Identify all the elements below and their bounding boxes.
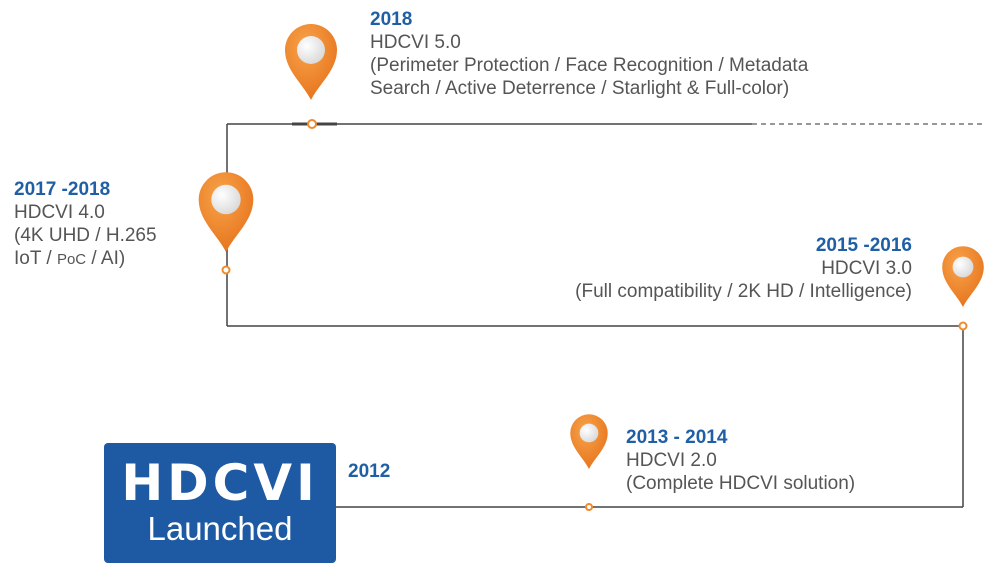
milestone-2013-2014: 2013 - 2014 HDCVI 2.0 (Complete HDCVI so… [626,426,855,495]
milestone-detail: (Perimeter Protection / Face Recognition… [370,55,809,76]
logo-subtitle: Launched [147,510,293,547]
milestone-title: HDCVI 5.0 [370,32,461,53]
timeline-dot-2017 [221,265,231,275]
milestone-detail: (Full compatibility / 2K HD / Intelligen… [575,281,912,302]
milestone-year: 2018 [370,9,413,30]
milestone-detail: (4K UHD / H.265 [14,225,157,246]
milestone-title: HDCVI 2.0 [626,450,717,471]
logo-brand: HDCVI [121,454,319,512]
milestone-detail: Search / Active Deterrence / Starlight &… [370,78,790,99]
map-pin-icon-2013 [570,414,608,469]
hdcvi-launched-logo: HDCVI Launched [104,443,336,563]
milestone-title: HDCVI 4.0 [14,202,105,223]
milestone-2015-2016: 2015 -2016 HDCVI 3.0 (Full compatibility… [575,234,912,303]
timeline-dot-2013 [585,503,593,511]
map-pin-icon-2015 [942,246,984,307]
milestone-2017-2018: 2017 -2018 HDCVI 4.0 (4K UHD / H.265 IoT… [14,178,157,271]
timeline-dot-2018 [307,119,317,129]
milestone-2012: 2012 [348,460,390,483]
milestone-title: HDCVI 3.0 [821,258,912,279]
milestone-2018: 2018 HDCVI 5.0 (Perimeter Protection / F… [370,8,808,100]
milestone-detail: IoT / PoC / AI) [14,248,126,269]
map-pin-icon-2017 [198,172,254,252]
milestone-year: 2015 -2016 [815,235,912,256]
timeline-path [226,123,985,508]
milestone-year: 2012 [348,461,391,482]
milestone-detail: (Complete HDCVI solution) [626,473,856,494]
milestone-year: 2013 - 2014 [626,427,728,448]
timeline-dots [221,119,968,511]
timeline-dot-2015 [958,321,968,331]
map-pin-icon-2018 [285,24,337,100]
milestone-year: 2017 -2018 [14,179,111,200]
